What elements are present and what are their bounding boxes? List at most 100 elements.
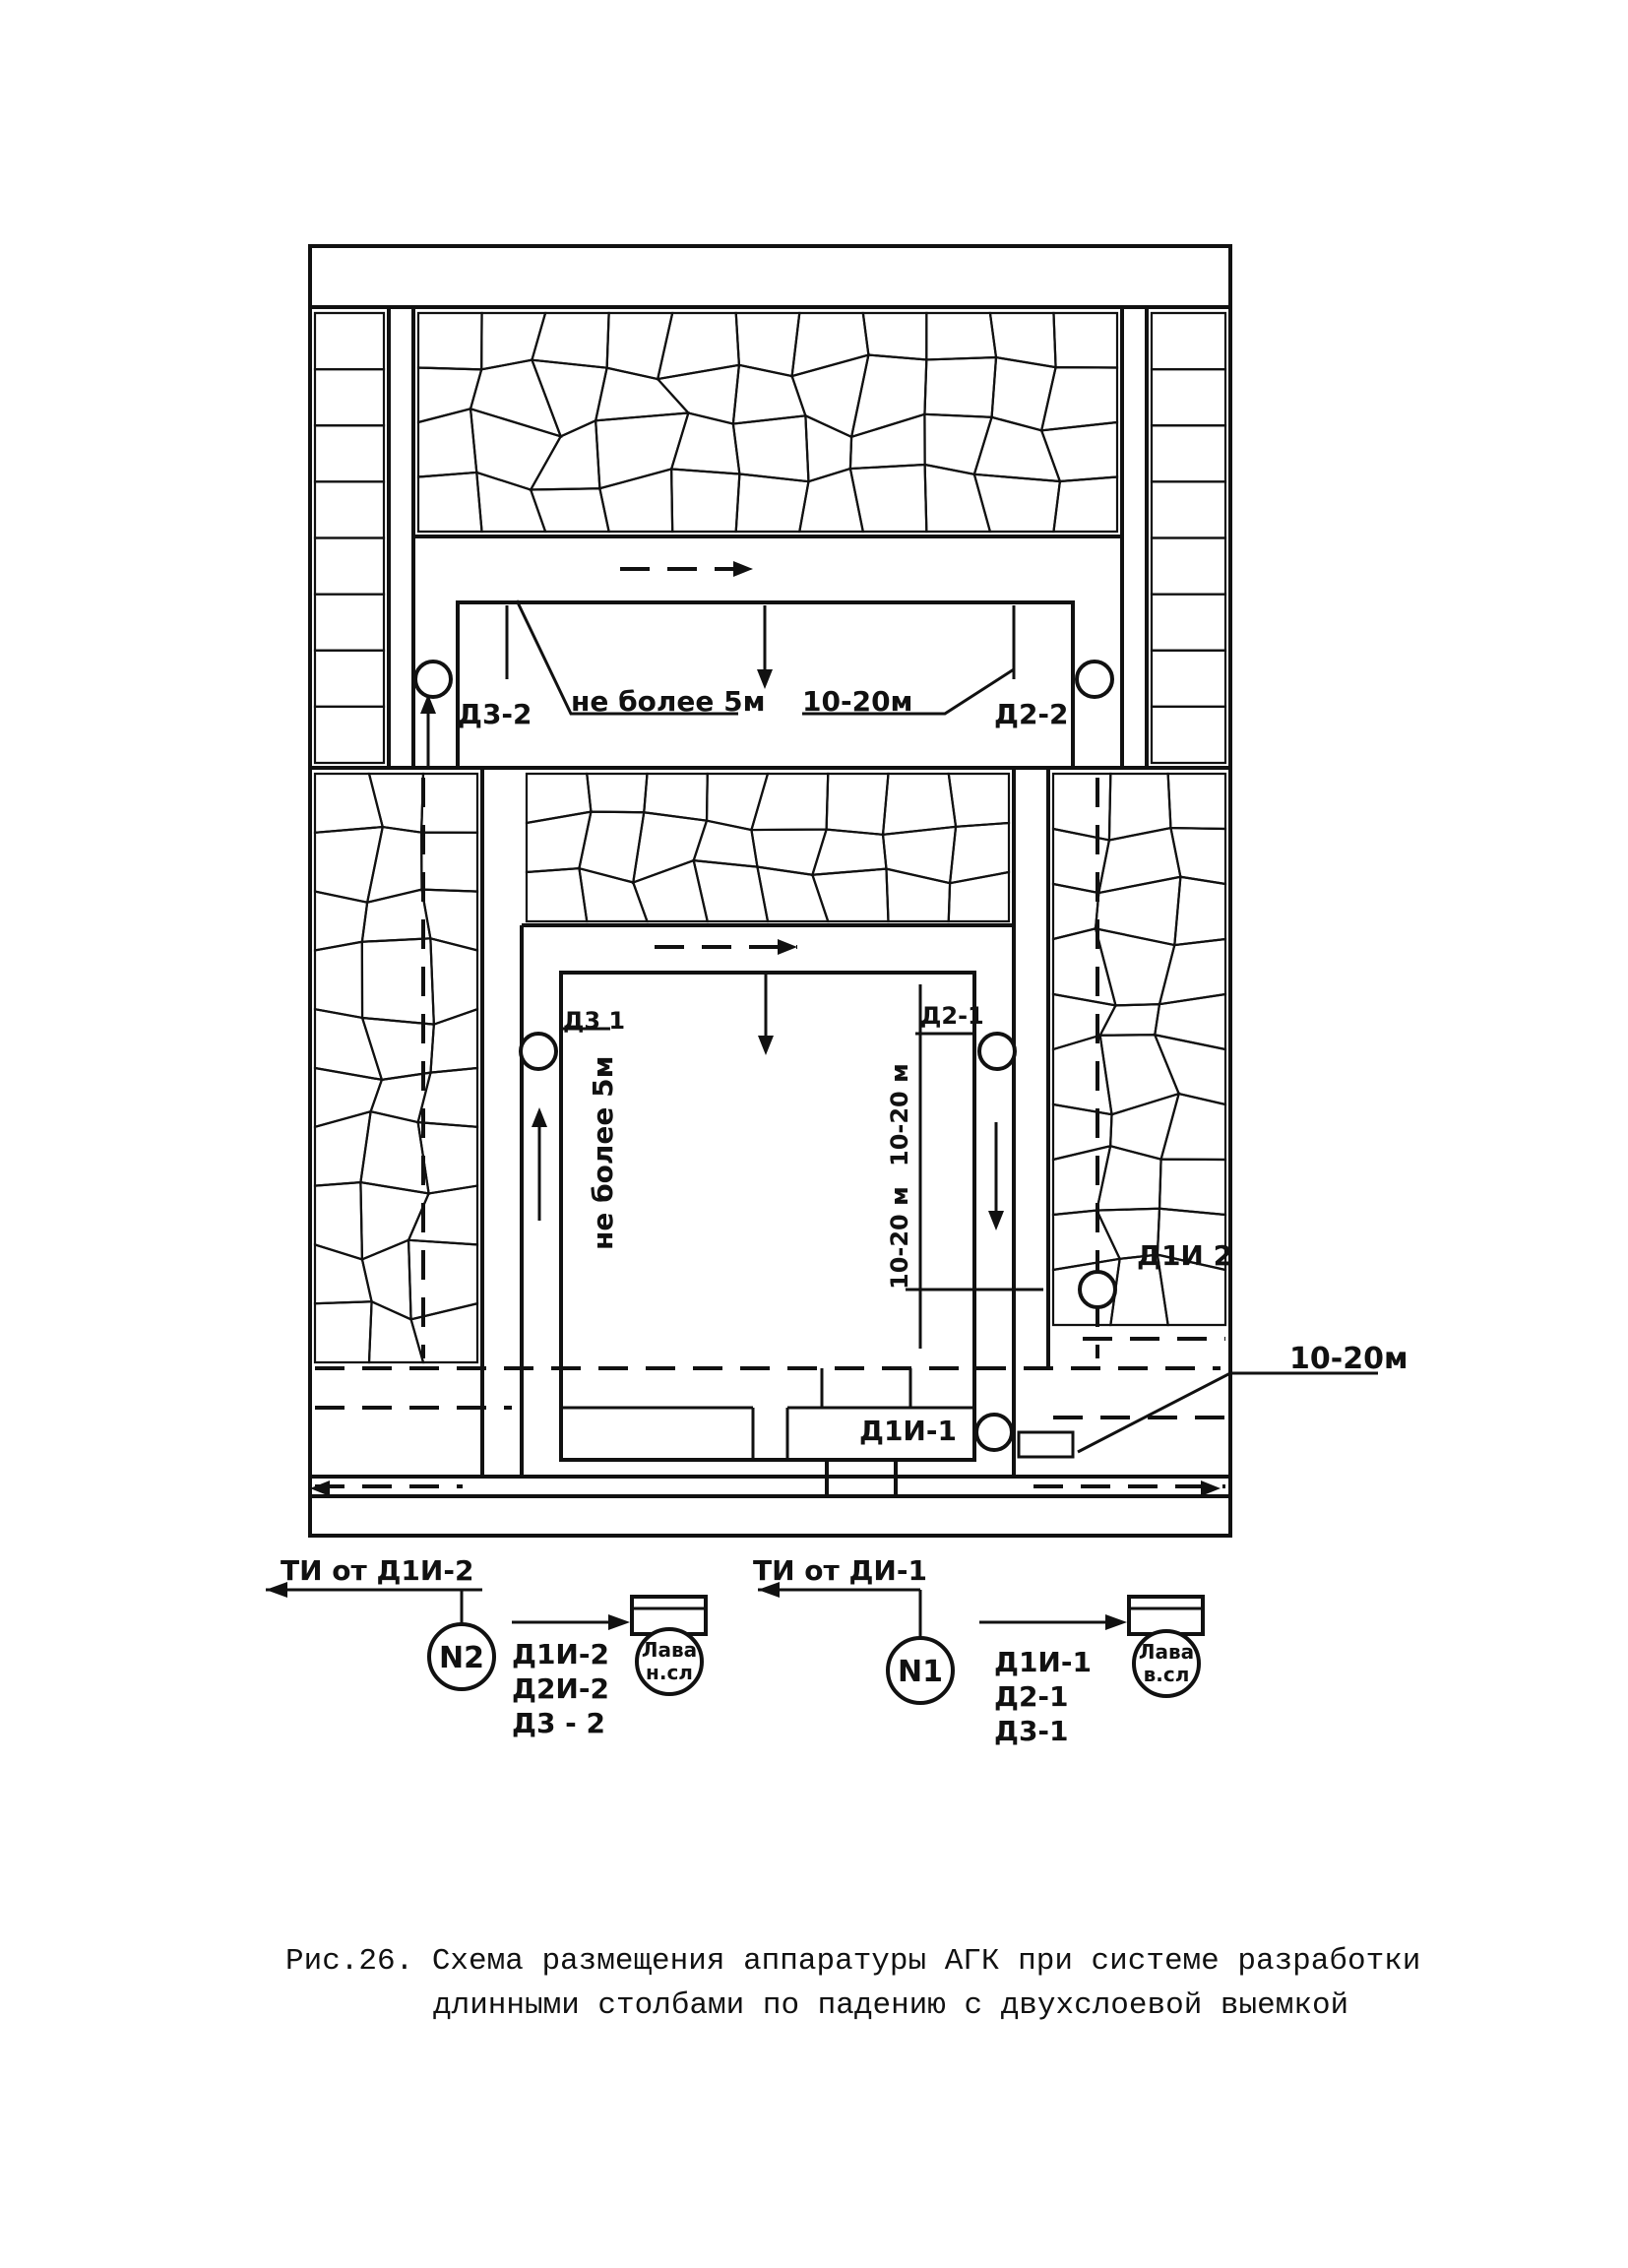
rock-fragment — [972, 415, 1062, 483]
label-ne-bolee-top: не более 5м — [571, 685, 765, 718]
rock-fragment — [1098, 1034, 1181, 1116]
rock-fragment — [947, 870, 1011, 923]
flow-arrows — [310, 561, 1221, 1496]
rock-fragment — [409, 1301, 479, 1364]
rock-fragment — [313, 480, 386, 539]
sensor-d3-1 — [519, 1032, 558, 1071]
rock-fragment — [1051, 1102, 1113, 1162]
rock-fragment — [407, 1238, 479, 1321]
rock-fragment — [1096, 826, 1182, 895]
rock-fragment — [669, 411, 741, 475]
rock-fragment — [1150, 480, 1227, 539]
rock-fragment — [656, 311, 741, 381]
rock-fragment — [825, 772, 890, 837]
legend-right: ТИ от ДИ-1 N1 Лава в.сл Д1И-1 Д2-1 Д3-1 — [753, 1554, 1205, 1747]
dimension-lines — [505, 599, 1378, 1454]
rock-fragment — [923, 412, 994, 476]
rock-fragment — [1150, 649, 1227, 708]
rock-fragment — [1095, 1144, 1162, 1212]
rock-fragment — [420, 831, 479, 893]
outer-frame — [308, 244, 1232, 1538]
rock-fragment — [529, 487, 610, 534]
sensor-list-right-2: Д2-1 — [994, 1680, 1069, 1713]
rock-fragment — [313, 593, 386, 652]
ti-label-left: ТИ от Д1И-2 — [281, 1554, 473, 1587]
rock-fragment — [731, 414, 810, 483]
label-dist-top: 10-20м — [802, 685, 912, 718]
rock-fragment — [313, 825, 385, 905]
rock-fragment — [1150, 311, 1227, 371]
airflow-dashes — [315, 567, 1225, 1488]
caption-line-2: длинными столбами по падению с двухслоев… — [433, 1988, 1348, 2023]
rock-fragment — [1150, 705, 1227, 765]
ti-arrow-left — [266, 1582, 287, 1598]
rock-fragment — [525, 866, 589, 923]
rock-fragment — [692, 858, 770, 923]
rock-fragment — [313, 536, 386, 596]
label-d1i-1: Д1И-1 — [859, 1415, 957, 1447]
rock-fragment — [923, 355, 998, 418]
sensor-list-right-3: Д3-1 — [994, 1715, 1069, 1747]
rock-fragment — [1097, 1003, 1161, 1037]
legend-left: ТИ от Д1И-2 N2 Лава н.сл Д1И-2 Д2И-2 Д3 … — [266, 1554, 708, 1739]
goaf-rock-top — [416, 311, 1119, 534]
rock-fragment — [313, 705, 386, 765]
rock-fragment — [972, 472, 1062, 534]
arrow-down-lower-right — [988, 1211, 1004, 1230]
rock-fragment — [313, 424, 386, 483]
leader-10-20-right — [1077, 1371, 1378, 1454]
rock-fragment — [416, 407, 478, 478]
label-d1i-2: Д1И 2 — [1137, 1239, 1232, 1272]
sensor-d2-2 — [1075, 660, 1114, 699]
rock-fragment — [1153, 1033, 1227, 1106]
unit-n2-circle — [427, 1622, 496, 1691]
rock-fragment — [586, 772, 649, 814]
rock-fragment — [1052, 475, 1119, 534]
rock-fragment — [670, 468, 741, 534]
lava-label-left-1: Лава — [642, 1638, 697, 1662]
rock-fragment — [313, 772, 385, 834]
rock-fragment — [1039, 366, 1119, 432]
goaf-rock-middle — [525, 772, 1011, 923]
rock-fragment — [692, 819, 759, 868]
rock-fragment — [790, 311, 870, 378]
rock-fragment — [848, 463, 928, 534]
rock-fragment — [531, 311, 610, 369]
rock-fragment — [947, 772, 1011, 828]
rock-fragment — [804, 413, 853, 483]
ti-label-right: ТИ от ДИ-1 — [753, 1554, 927, 1587]
lava-label-left-2: н.сл — [646, 1661, 693, 1684]
label-ne-bolee-vertical: не более 5м — [587, 1056, 619, 1250]
sensor-list-left-3: Д3 - 2 — [512, 1707, 605, 1739]
label-d2-2: Д2-2 — [994, 698, 1069, 730]
rock-fragment — [313, 311, 386, 371]
rock-fragment — [416, 471, 483, 534]
rock-fragment — [1158, 1158, 1227, 1217]
sensor-d2-1 — [977, 1032, 1017, 1071]
arrow-bottom-right — [1201, 1480, 1221, 1496]
arrow-down-lower — [758, 1036, 774, 1055]
rock-fragment — [416, 1066, 479, 1128]
rock-fragment — [359, 1180, 431, 1262]
rock-fragment — [416, 311, 483, 371]
lava-label-right-1: Лава — [1139, 1640, 1194, 1664]
rock-fragment — [881, 825, 958, 885]
rock-fragment — [1094, 875, 1182, 947]
rock-fragment — [731, 363, 807, 425]
rock-fragment — [469, 407, 563, 491]
rock-fragment — [861, 311, 928, 361]
ti-arrow-right — [758, 1582, 780, 1598]
unit-n1-label: N1 — [898, 1655, 943, 1689]
sensors — [413, 660, 1117, 1452]
sensor-d1i-1 — [974, 1413, 1014, 1452]
rock-fragment — [1052, 311, 1119, 369]
rock-fragment — [1159, 1092, 1227, 1162]
rock-fragment — [313, 649, 386, 708]
rock-fragment — [1039, 420, 1119, 483]
leader-10-20 — [802, 667, 1015, 716]
rock-fragment — [1150, 593, 1227, 652]
rock-fragment — [1173, 875, 1227, 947]
rock-fragment — [1158, 937, 1227, 1006]
rock-fragment — [1169, 826, 1227, 886]
